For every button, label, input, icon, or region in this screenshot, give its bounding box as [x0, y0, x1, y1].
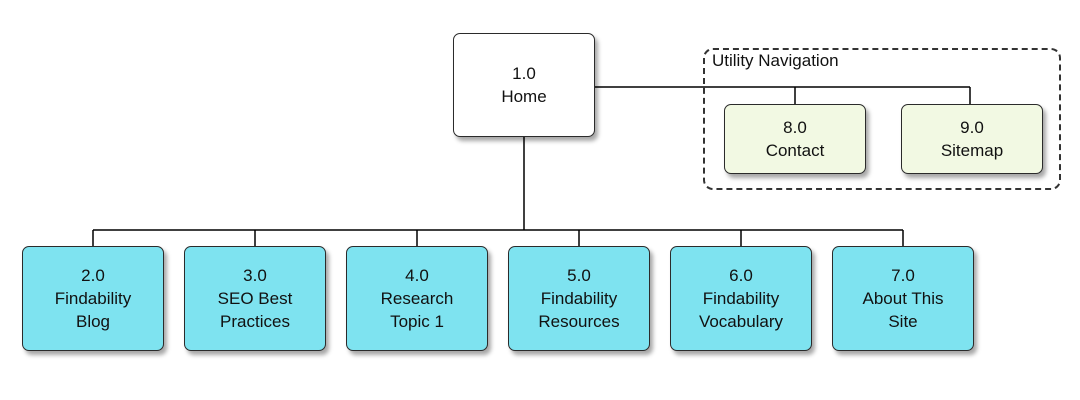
node-label-line1: About This [862, 289, 944, 308]
node-label-line1: SEO Best [217, 289, 293, 308]
node-research-topic-1[interactable]: 4.0 Research Topic 1 [346, 246, 488, 351]
node-id: 8.0 [783, 118, 807, 137]
node-label-line2: Blog [75, 312, 111, 331]
node-id: 4.0 [405, 266, 429, 285]
node-label-line1: Findability [54, 289, 132, 308]
utility-navigation-title: Utility Navigation [712, 51, 839, 70]
node-id: 7.0 [891, 266, 915, 285]
node-label-line1: Findability [702, 289, 780, 308]
node-label: Contact [765, 141, 825, 160]
node-label-line2: Site [888, 312, 918, 331]
node-label-line2: Practices [220, 312, 290, 331]
node-label-line1: Research [380, 289, 454, 308]
node-findability-blog[interactable]: 2.0 Findability Blog [22, 246, 164, 351]
node-label: Home [501, 87, 547, 106]
node-id: 3.0 [243, 266, 267, 285]
node-about-this-site[interactable]: 7.0 About This Site [832, 246, 974, 351]
node-label-line2: Vocabulary [698, 312, 784, 331]
node-label: Sitemap [940, 141, 1004, 160]
node-findability-resources[interactable]: 5.0 Findability Resources [508, 246, 650, 351]
node-contact[interactable]: 8.0 Contact [724, 104, 866, 174]
node-id: 6.0 [729, 266, 753, 285]
node-sitemap[interactable]: 9.0 Sitemap [901, 104, 1043, 174]
utility-navigation-group [703, 48, 1061, 190]
node-findability-vocabulary[interactable]: 6.0 Findability Vocabulary [670, 246, 812, 351]
node-id: 9.0 [960, 118, 984, 137]
node-id: 2.0 [81, 266, 105, 285]
node-label-line1: Findability [540, 289, 618, 308]
node-label-line2: Resources [538, 312, 620, 331]
node-label-line2: Topic 1 [390, 312, 444, 331]
node-seo-best-practices[interactable]: 3.0 SEO Best Practices [184, 246, 326, 351]
node-home[interactable]: 1.0 Home [453, 33, 595, 137]
node-id: 5.0 [567, 266, 591, 285]
node-id: 1.0 [512, 64, 536, 83]
